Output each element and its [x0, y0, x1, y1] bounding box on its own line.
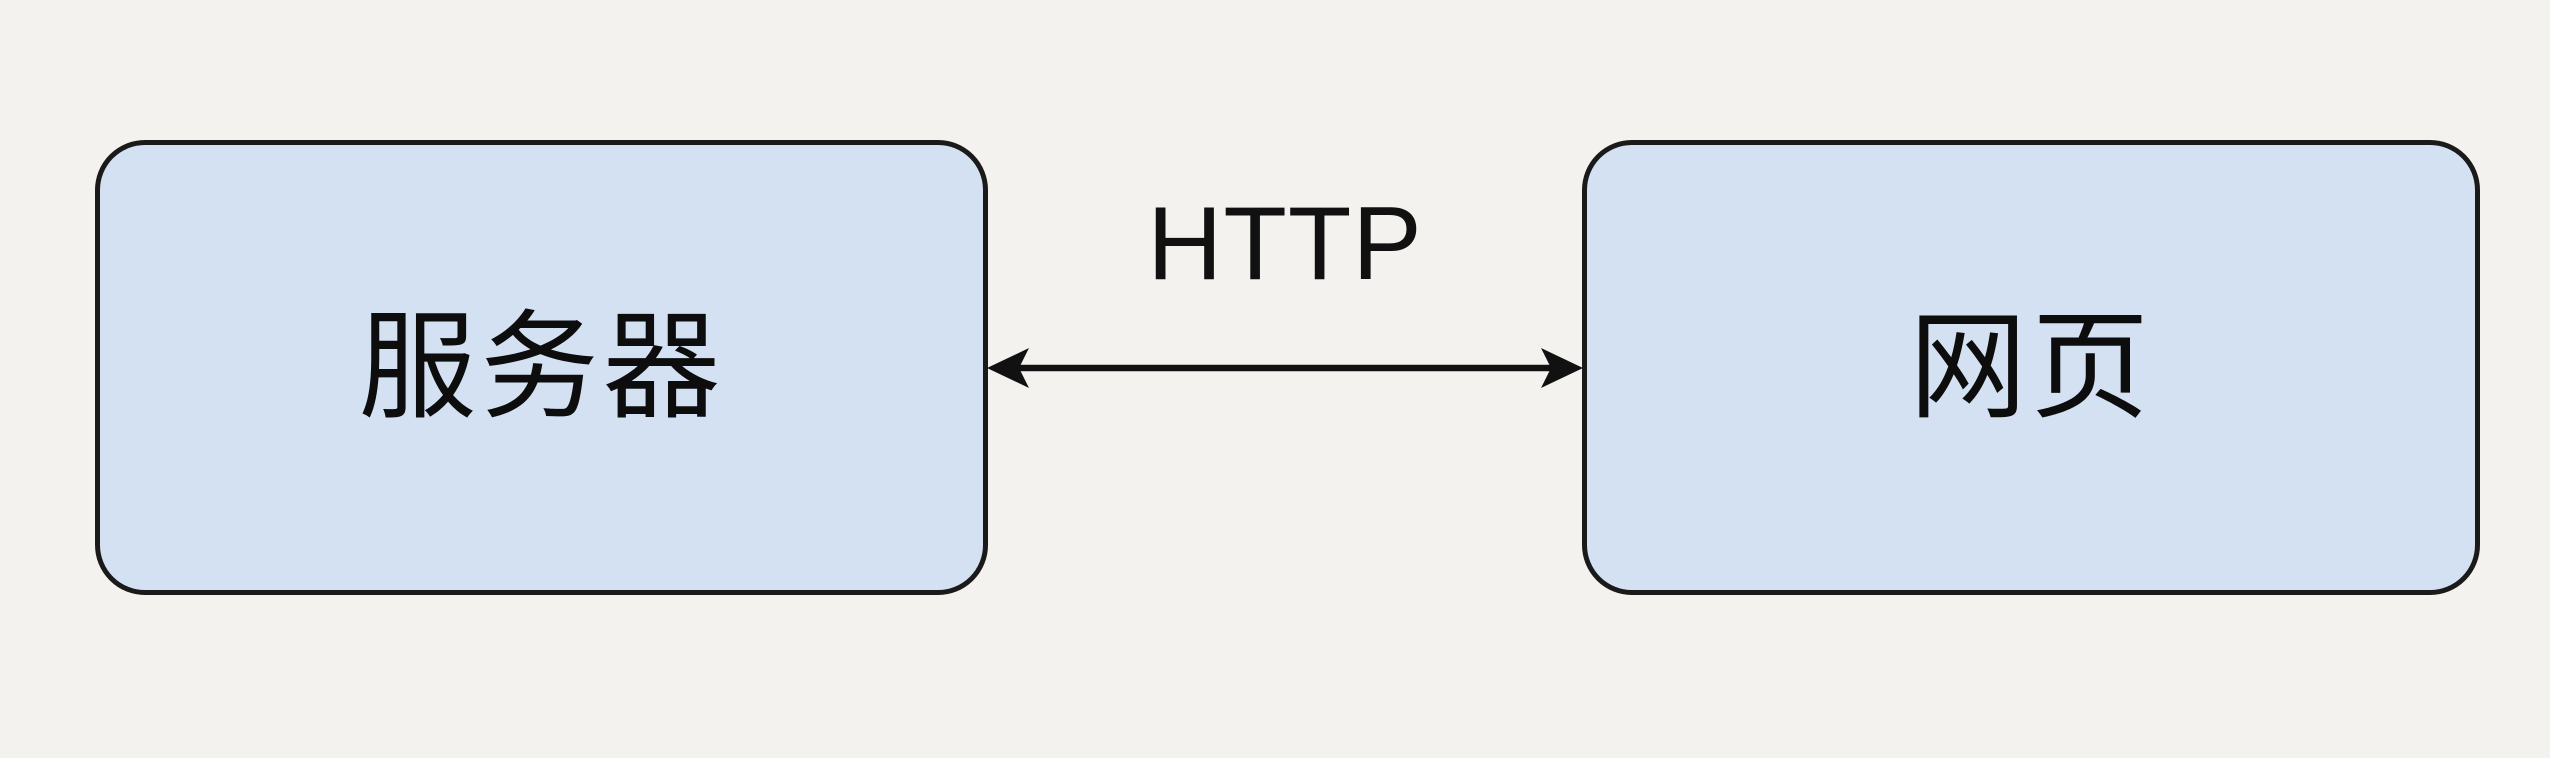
bidirectional-arrow-icon — [987, 348, 1583, 388]
node-webpage-label: 网页 — [1908, 301, 2153, 434]
edge-server-webpage[interactable] — [975, 320, 1595, 420]
node-webpage[interactable]: 网页 — [1582, 140, 2480, 595]
node-server[interactable]: 服务器 — [95, 140, 988, 595]
node-server-label: 服务器 — [358, 301, 725, 434]
edge-label-http: HTTP — [1147, 186, 1423, 302]
